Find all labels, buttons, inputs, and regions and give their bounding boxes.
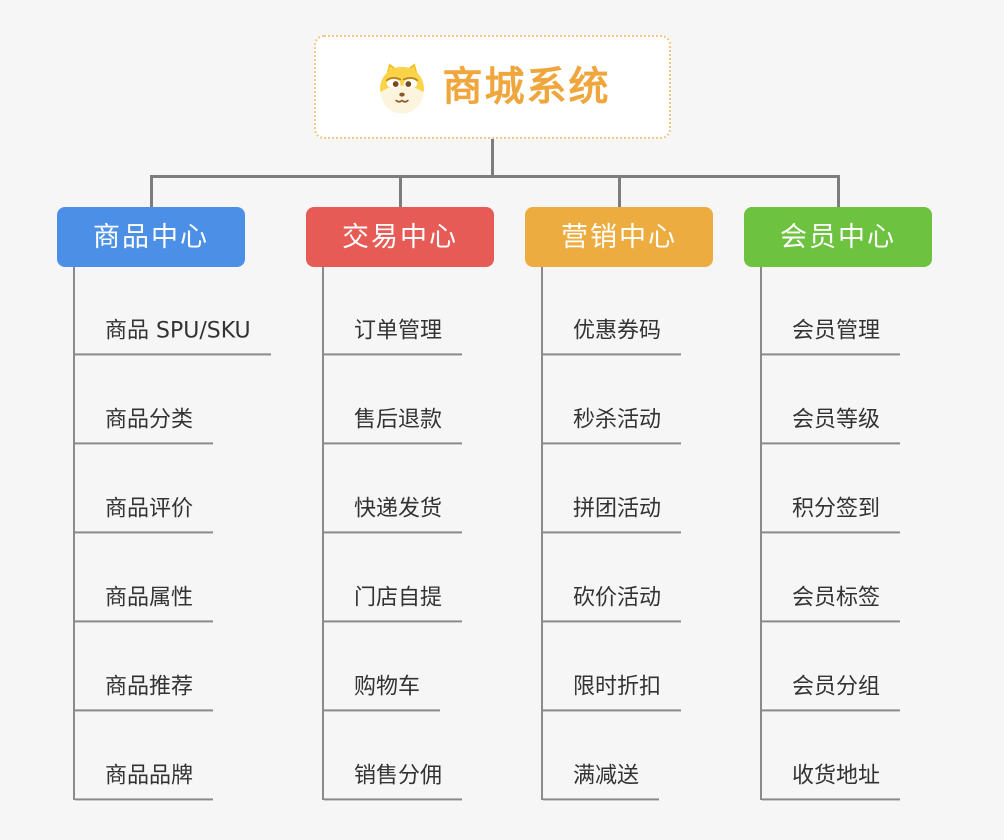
- leaf-node[interactable]: 收货地址: [762, 760, 901, 800]
- branch-children-column: 会员管理会员等级积分签到会员标签会员分组收货地址: [760, 267, 1002, 800]
- branch-node[interactable]: 交易中心: [306, 207, 494, 267]
- branch-children-column: 订单管理售后退款快递发货门店自提购物车销售分佣: [322, 267, 564, 800]
- leaf-node[interactable]: 满减送: [543, 760, 660, 800]
- branch-node[interactable]: 会员中心: [744, 207, 932, 267]
- leaf-node[interactable]: 优惠券码: [543, 315, 682, 355]
- root-title: 商城系统: [442, 64, 611, 110]
- branch-label: 商品中心: [93, 221, 209, 253]
- leaf-node[interactable]: 门店自提: [324, 582, 463, 622]
- leaf-node[interactable]: 会员等级: [762, 404, 901, 444]
- branch-label: 营销中心: [561, 221, 677, 253]
- branch-label: 会员中心: [780, 221, 896, 253]
- leaf-node[interactable]: 限时折扣: [543, 671, 682, 711]
- leaf-node[interactable]: 购物车: [324, 671, 441, 711]
- connector-branch-drop: [836, 175, 840, 209]
- dog-face-icon: [375, 60, 429, 114]
- leaf-node[interactable]: 销售分佣: [324, 760, 463, 800]
- leaf-node[interactable]: 商品评价: [75, 493, 214, 533]
- leaf-node[interactable]: 会员分组: [762, 671, 901, 711]
- leaf-node[interactable]: 快递发货: [324, 493, 463, 533]
- branch-children-column: 优惠券码秒杀活动拼团活动砍价活动限时折扣满减送: [541, 267, 783, 800]
- branch-node[interactable]: 营销中心: [525, 207, 713, 267]
- leaf-node[interactable]: 秒杀活动: [543, 404, 682, 444]
- leaf-node[interactable]: 商品品牌: [75, 760, 214, 800]
- connector-root-stub: [491, 139, 494, 177]
- leaf-node[interactable]: 拼团活动: [543, 493, 682, 533]
- leaf-node[interactable]: 商品属性: [75, 582, 214, 622]
- leaf-node[interactable]: 砍价活动: [543, 582, 682, 622]
- leaf-node[interactable]: 订单管理: [324, 315, 463, 355]
- connector-branch-drop: [617, 175, 621, 209]
- leaf-node[interactable]: 商品分类: [75, 404, 214, 444]
- connector-bus: [150, 175, 840, 178]
- leaf-node[interactable]: 会员标签: [762, 582, 901, 622]
- leaf-node[interactable]: 商品 SPU/SKU: [75, 315, 271, 355]
- leaf-node[interactable]: 会员管理: [762, 315, 901, 355]
- leaf-node[interactable]: 积分签到: [762, 493, 901, 533]
- branch-label: 交易中心: [342, 221, 458, 253]
- leaf-node[interactable]: 售后退款: [324, 404, 463, 444]
- leaf-node[interactable]: 商品推荐: [75, 671, 214, 711]
- branch-children-column: 商品 SPU/SKU 商品分类商品评价商品属性商品推荐商品品牌: [73, 267, 315, 800]
- connector-branch-drop: [398, 175, 402, 209]
- root-node[interactable]: 商城系统: [314, 35, 671, 139]
- connector-branch-drop: [149, 175, 153, 209]
- branch-node[interactable]: 商品中心: [57, 207, 245, 267]
